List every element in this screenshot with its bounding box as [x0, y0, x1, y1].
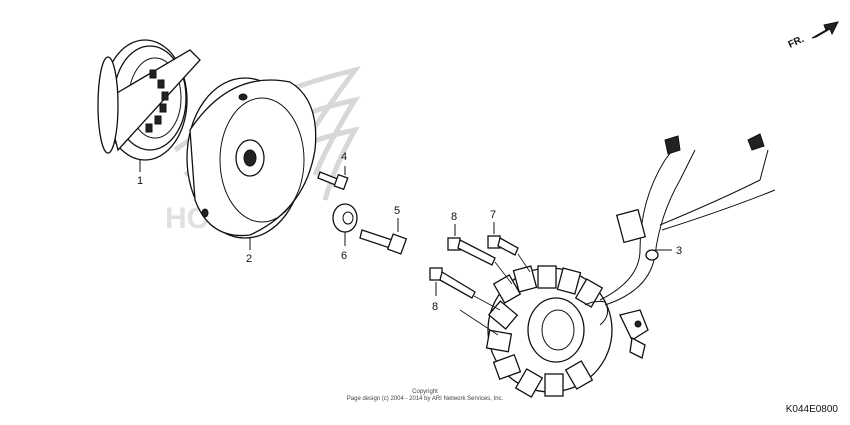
- callout-long-bolt-upper: 8: [451, 211, 457, 223]
- part-bolt-stator: [487, 235, 519, 256]
- part-bolt-small: [317, 171, 349, 191]
- part-long-bolt-upper: [447, 237, 496, 266]
- callout-wire-harness: 3: [676, 245, 682, 257]
- part-flywheel: [186, 77, 317, 239]
- front-direction-label: FR.: [787, 34, 806, 51]
- callout-starter-clutch: 1: [137, 175, 143, 187]
- callout-long-bolt-lower: 8: [432, 301, 438, 313]
- front-direction-indicator: FR.: [787, 21, 839, 51]
- callout-flange-bolt: 5: [394, 205, 400, 217]
- copyright-notice: Page design (c) 2004 - 2014 by ARI Netwo…: [346, 396, 504, 402]
- part-stator: [485, 265, 613, 398]
- diagram-code: K044E0800: [785, 404, 838, 415]
- callout-washer: 6: [341, 250, 347, 262]
- part-wire-harness: [584, 133, 776, 359]
- callout-bolt-small: 4: [341, 151, 347, 163]
- assembly-leaders: [459, 253, 531, 336]
- part-starter-clutch: [97, 39, 201, 161]
- part-long-bolt-lower: [429, 267, 476, 299]
- part-washer: [332, 203, 358, 233]
- front-direction-arrow-icon: [811, 21, 839, 39]
- callout-bolt-stator: 7: [490, 209, 496, 221]
- callout-flywheel: 2: [246, 253, 252, 265]
- copyright-label: Copyright: [412, 389, 438, 395]
- part-flange-bolt: [359, 229, 408, 255]
